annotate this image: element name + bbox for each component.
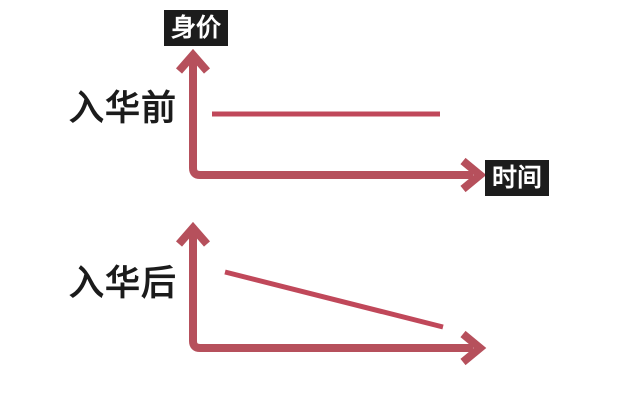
x-axis-line-before (189, 167, 473, 179)
y-axis-tag: 身价 (164, 10, 229, 46)
arrow-right-icon-before (460, 157, 487, 193)
section-label-after: 入华后 (69, 264, 178, 304)
x-axis-tag: 时间 (485, 160, 550, 196)
arrow-up-icon-before (175, 48, 211, 74)
chart-before (175, 48, 487, 193)
chart-after (175, 221, 487, 366)
arrow-up-icon-after (175, 221, 211, 247)
data-line-declining (224, 269, 444, 330)
section-label-before: 入华前 (69, 89, 178, 129)
x-axis-line-after (189, 340, 473, 352)
arrow-right-icon-after (460, 330, 487, 366)
